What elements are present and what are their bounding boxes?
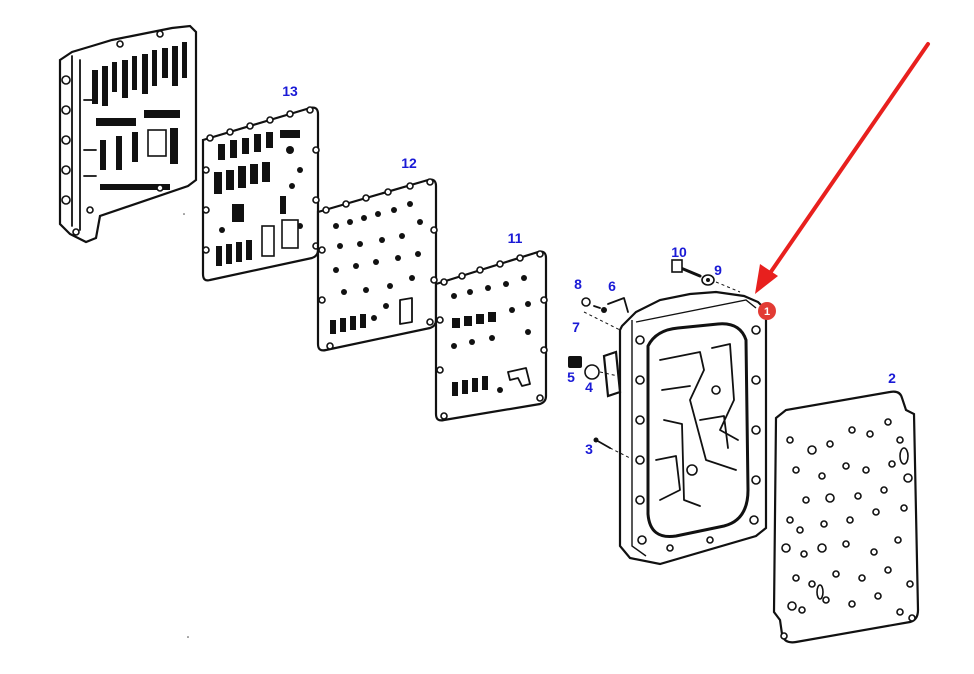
callout-4: 4 — [585, 379, 593, 395]
plate-12 — [316, 178, 438, 352]
plate-13 — [201, 106, 320, 282]
assembled-valve-body — [58, 24, 198, 244]
part-1-badge-label: 1 — [764, 306, 770, 318]
plate-11 — [434, 250, 548, 422]
plate-2 — [772, 390, 920, 644]
small-parts — [568, 259, 715, 449]
callout-labels: 13 12 11 10 9 8 6 7 5 4 3 2 — [282, 83, 896, 457]
callout-9: 9 — [714, 262, 722, 278]
red-arrow — [755, 42, 930, 294]
part-1-badge: 1 — [758, 302, 776, 320]
callout-10: 10 — [671, 244, 687, 260]
callout-8: 8 — [574, 276, 582, 292]
callout-2: 2 — [888, 370, 896, 386]
leader-lines — [583, 281, 741, 459]
callout-6: 6 — [608, 278, 616, 294]
callout-13: 13 — [282, 83, 298, 99]
main-valve-body — [602, 290, 768, 566]
callout-7: 7 — [572, 319, 580, 335]
callout-12: 12 — [401, 155, 417, 171]
callout-3: 3 — [585, 441, 593, 457]
callout-11: 11 — [508, 230, 523, 246]
callout-5: 5 — [567, 369, 575, 385]
